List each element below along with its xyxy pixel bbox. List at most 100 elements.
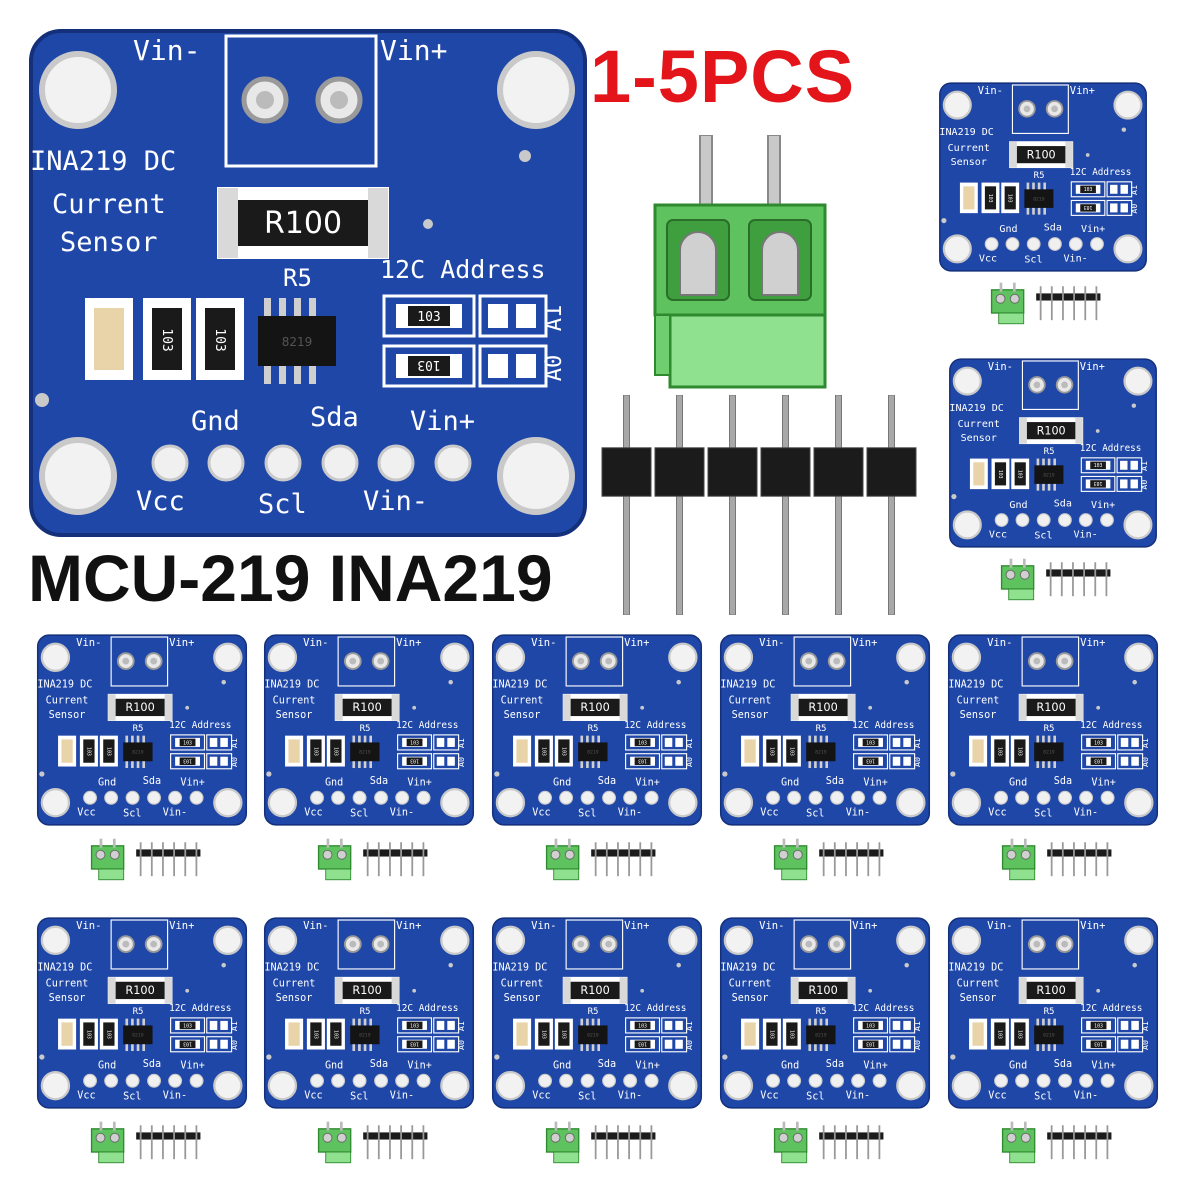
- svg-text:103: 103: [788, 747, 794, 756]
- silk-scl: Scl: [1034, 809, 1052, 820]
- silk-vcc: Vcc: [136, 486, 185, 517]
- svg-text:103: 103: [1094, 740, 1103, 746]
- header-pads: [994, 790, 1115, 805]
- svg-text:103: 103: [410, 740, 419, 746]
- svg-text:103: 103: [638, 1040, 647, 1046]
- silk-vcc: Vcc: [532, 1090, 550, 1101]
- silk-title-line2: Current: [501, 696, 544, 707]
- silk-vin-plus-pin: Vin+: [635, 777, 659, 788]
- smd-resistors: 103 103: [741, 1018, 801, 1050]
- board-svg: Vin- Vin+ INA219 DC Current Sensor R100 …: [491, 917, 703, 1109]
- shunt-marking: R100: [1037, 424, 1066, 437]
- header-pads: [151, 444, 472, 482]
- svg-text:A0: A0: [684, 1040, 694, 1050]
- silk-vin-minus-top: Vin-: [978, 85, 1003, 97]
- svg-text:8219: 8219: [587, 1033, 599, 1039]
- thumbnail-accessory-kit-image: [543, 1121, 659, 1167]
- header-pads: [538, 1073, 659, 1088]
- svg-text:103: 103: [417, 357, 440, 372]
- mounting-hole-icon: [723, 925, 926, 1101]
- address-jumpers: 103 103 A1 A0: [1081, 1017, 1150, 1053]
- svg-text:A1: A1: [684, 1021, 694, 1031]
- ina219-chip: 8219: [806, 735, 836, 769]
- thumbnail-board-image: Vin- Vin+ INA219 DC Current Sensor R100 …: [34, 634, 250, 826]
- accessory-kit-svg: [990, 282, 1101, 325]
- svg-text:103: 103: [560, 1030, 566, 1039]
- board-svg: Vin- Vin+ INA219 DC Current Sensor R100 …: [949, 358, 1157, 548]
- silk-vin-plus-pin: Vin+: [635, 1060, 659, 1071]
- silk-vin-minus-top: Vin-: [76, 920, 101, 932]
- silk-scl: Scl: [1034, 531, 1052, 542]
- silk-vin-plus-pin: Vin+: [1091, 777, 1115, 788]
- svg-text:103: 103: [1007, 194, 1013, 203]
- silk-title-line2: Current: [948, 143, 990, 154]
- mounting-hole-icon: [951, 642, 1154, 818]
- board-svg: Vin- Vin+ INA219 DC Current Sensor R100 …: [263, 917, 475, 1109]
- thumbnail-accessory-kit-image: [998, 558, 1114, 604]
- header-pads: [310, 1073, 431, 1088]
- silk-vin-plus-top: Vin+: [852, 920, 877, 932]
- silk-vin-minus-pin: Vin-: [363, 486, 428, 517]
- silk-sda: Sda: [826, 776, 844, 787]
- svg-text:A0: A0: [456, 1040, 466, 1050]
- screw-terminal-svg: [653, 135, 827, 389]
- silk-vin-plus-pin: Vin+: [1091, 1060, 1115, 1071]
- silk-vcc: Vcc: [532, 807, 550, 818]
- model-label: MCU-219 INA219: [28, 541, 553, 615]
- shunt-marking: R100: [352, 701, 381, 714]
- silk-r5: R5: [1034, 171, 1045, 181]
- ina219-chip: 8219: [1034, 735, 1064, 769]
- svg-text:103: 103: [768, 1030, 774, 1039]
- silk-i2c-label: 12C Address: [169, 1003, 231, 1014]
- silk-gnd: Gnd: [1009, 777, 1027, 788]
- silk-vin-minus-pin: Vin-: [1073, 530, 1097, 541]
- svg-text:103: 103: [85, 1030, 91, 1039]
- smd-resistors: 103 103: [285, 735, 345, 767]
- svg-text:103: 103: [866, 757, 875, 763]
- silk-i2c-label: 12C Address: [852, 720, 914, 731]
- silk-vin-plus-pin: Vin+: [407, 777, 431, 788]
- svg-text:103: 103: [638, 757, 647, 763]
- silk-gnd: Gnd: [1009, 500, 1027, 511]
- mounting-hole-icon: [40, 642, 243, 818]
- silk-sda: Sda: [310, 402, 359, 433]
- silk-vin-minus-pin: Vin-: [163, 1090, 187, 1101]
- pcb-body: [263, 634, 475, 826]
- silk-vin-minus-top: Vin-: [759, 637, 784, 649]
- svg-text:103: 103: [159, 328, 174, 351]
- svg-text:A0: A0: [912, 757, 922, 767]
- silk-scl: Scl: [1024, 255, 1042, 266]
- thumbnail-accessory-kit-image: [315, 1121, 431, 1167]
- svg-text:103: 103: [866, 740, 875, 746]
- svg-text:103: 103: [410, 757, 419, 763]
- silk-title-line2: Current: [958, 419, 1000, 430]
- silk-sda: Sda: [598, 1059, 616, 1070]
- svg-text:103: 103: [996, 1030, 1002, 1039]
- svg-text:8219: 8219: [359, 750, 371, 756]
- svg-text:103: 103: [183, 757, 192, 763]
- silk-gnd: Gnd: [781, 777, 799, 788]
- pcb-body: [491, 634, 703, 826]
- svg-text:A1: A1: [912, 738, 922, 748]
- smd-resistors: 103 103: [969, 458, 1030, 490]
- header-pads: [83, 790, 204, 805]
- svg-text:A1: A1: [229, 1021, 239, 1031]
- accessory-kit-svg: [1000, 558, 1111, 601]
- address-jumpers: 103 103 A1 A0: [170, 734, 239, 770]
- silk-vin-minus-top: Vin-: [759, 920, 784, 932]
- header-pads: [83, 1073, 204, 1088]
- board-svg: Vin- Vin+ INA219 DC Current Sensor R100 …: [947, 917, 1159, 1109]
- thumbnail-board-image: Vin- Vin+ INA219 DC Current Sensor R100 …: [935, 82, 1151, 272]
- silk-vcc: Vcc: [760, 1090, 778, 1101]
- header-pads: [310, 790, 431, 805]
- svg-text:103: 103: [1094, 480, 1103, 486]
- accessory-kit-svg: [545, 838, 656, 881]
- ina219-chip: 8219: [350, 1018, 380, 1052]
- silk-scl: Scl: [1034, 1092, 1052, 1103]
- svg-text:103: 103: [638, 1023, 647, 1029]
- svg-text:103: 103: [788, 1030, 794, 1039]
- smd-resistors: 103 103: [513, 1018, 573, 1050]
- pcb-body: [947, 634, 1159, 826]
- silk-i2c-label: 12C Address: [1080, 720, 1142, 731]
- silk-vin-minus-pin: Vin-: [846, 1090, 870, 1101]
